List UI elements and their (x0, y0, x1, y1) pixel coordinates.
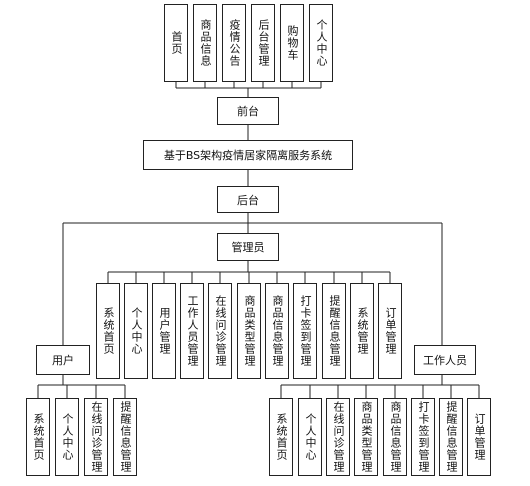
user-module-online-consultation: 在线问诊管理 (84, 398, 108, 476)
admin-module-user-management: 用户管理 (152, 283, 176, 379)
staff-module-check-in: 打卡签到管理 (411, 398, 435, 476)
frontend-module-personal-center: 个人中心 (309, 4, 333, 82)
admin-module-personal-center: 个人中心 (124, 283, 148, 379)
user-node: 用户 (36, 345, 90, 375)
admin-node: 管理员 (217, 233, 279, 261)
frontend-module-shopping-cart: 购物车 (280, 4, 304, 82)
admin-module-order-management: 订单管理 (378, 283, 402, 379)
frontend-module-product-info: 商品信息 (193, 4, 217, 82)
frontend-node: 前台 (217, 97, 279, 125)
frontend-module-home: 首页 (164, 4, 188, 82)
backend-node: 后台 (217, 186, 279, 213)
staff-module-reminder: 提醒信息管理 (439, 398, 463, 476)
admin-module-reminder: 提醒信息管理 (322, 283, 346, 379)
staff-module-system-home: 系统首页 (269, 398, 293, 476)
staff-module-product-info: 商品信息管理 (383, 398, 407, 476)
admin-module-system-management: 系统管理 (350, 283, 374, 379)
staff-module-order-management: 订单管理 (467, 398, 491, 476)
admin-module-product-info: 商品信息管理 (265, 283, 289, 379)
staff-module-personal-center: 个人中心 (298, 398, 322, 476)
admin-module-staff-management: 工作人员管理 (180, 283, 204, 379)
admin-module-check-in: 打卡签到管理 (293, 283, 317, 379)
staff-node: 工作人员 (414, 345, 476, 375)
frontend-module-backend-management: 后台管理 (251, 4, 275, 82)
admin-module-product-type: 商品类型管理 (237, 283, 261, 379)
admin-module-system-home: 系统首页 (96, 283, 120, 379)
user-module-system-home: 系统首页 (26, 398, 50, 476)
user-module-reminder: 提醒信息管理 (113, 398, 137, 476)
admin-module-online-consultation: 在线问诊管理 (208, 283, 232, 379)
user-module-personal-center: 个人中心 (55, 398, 79, 476)
staff-module-product-type: 商品类型管理 (354, 398, 378, 476)
staff-module-online-consultation: 在线问诊管理 (326, 398, 350, 476)
frontend-module-epidemic-notice: 疫情公告 (222, 4, 246, 82)
system-node: 基于BS架构疫情居家隔离服务系统 (143, 140, 353, 170)
